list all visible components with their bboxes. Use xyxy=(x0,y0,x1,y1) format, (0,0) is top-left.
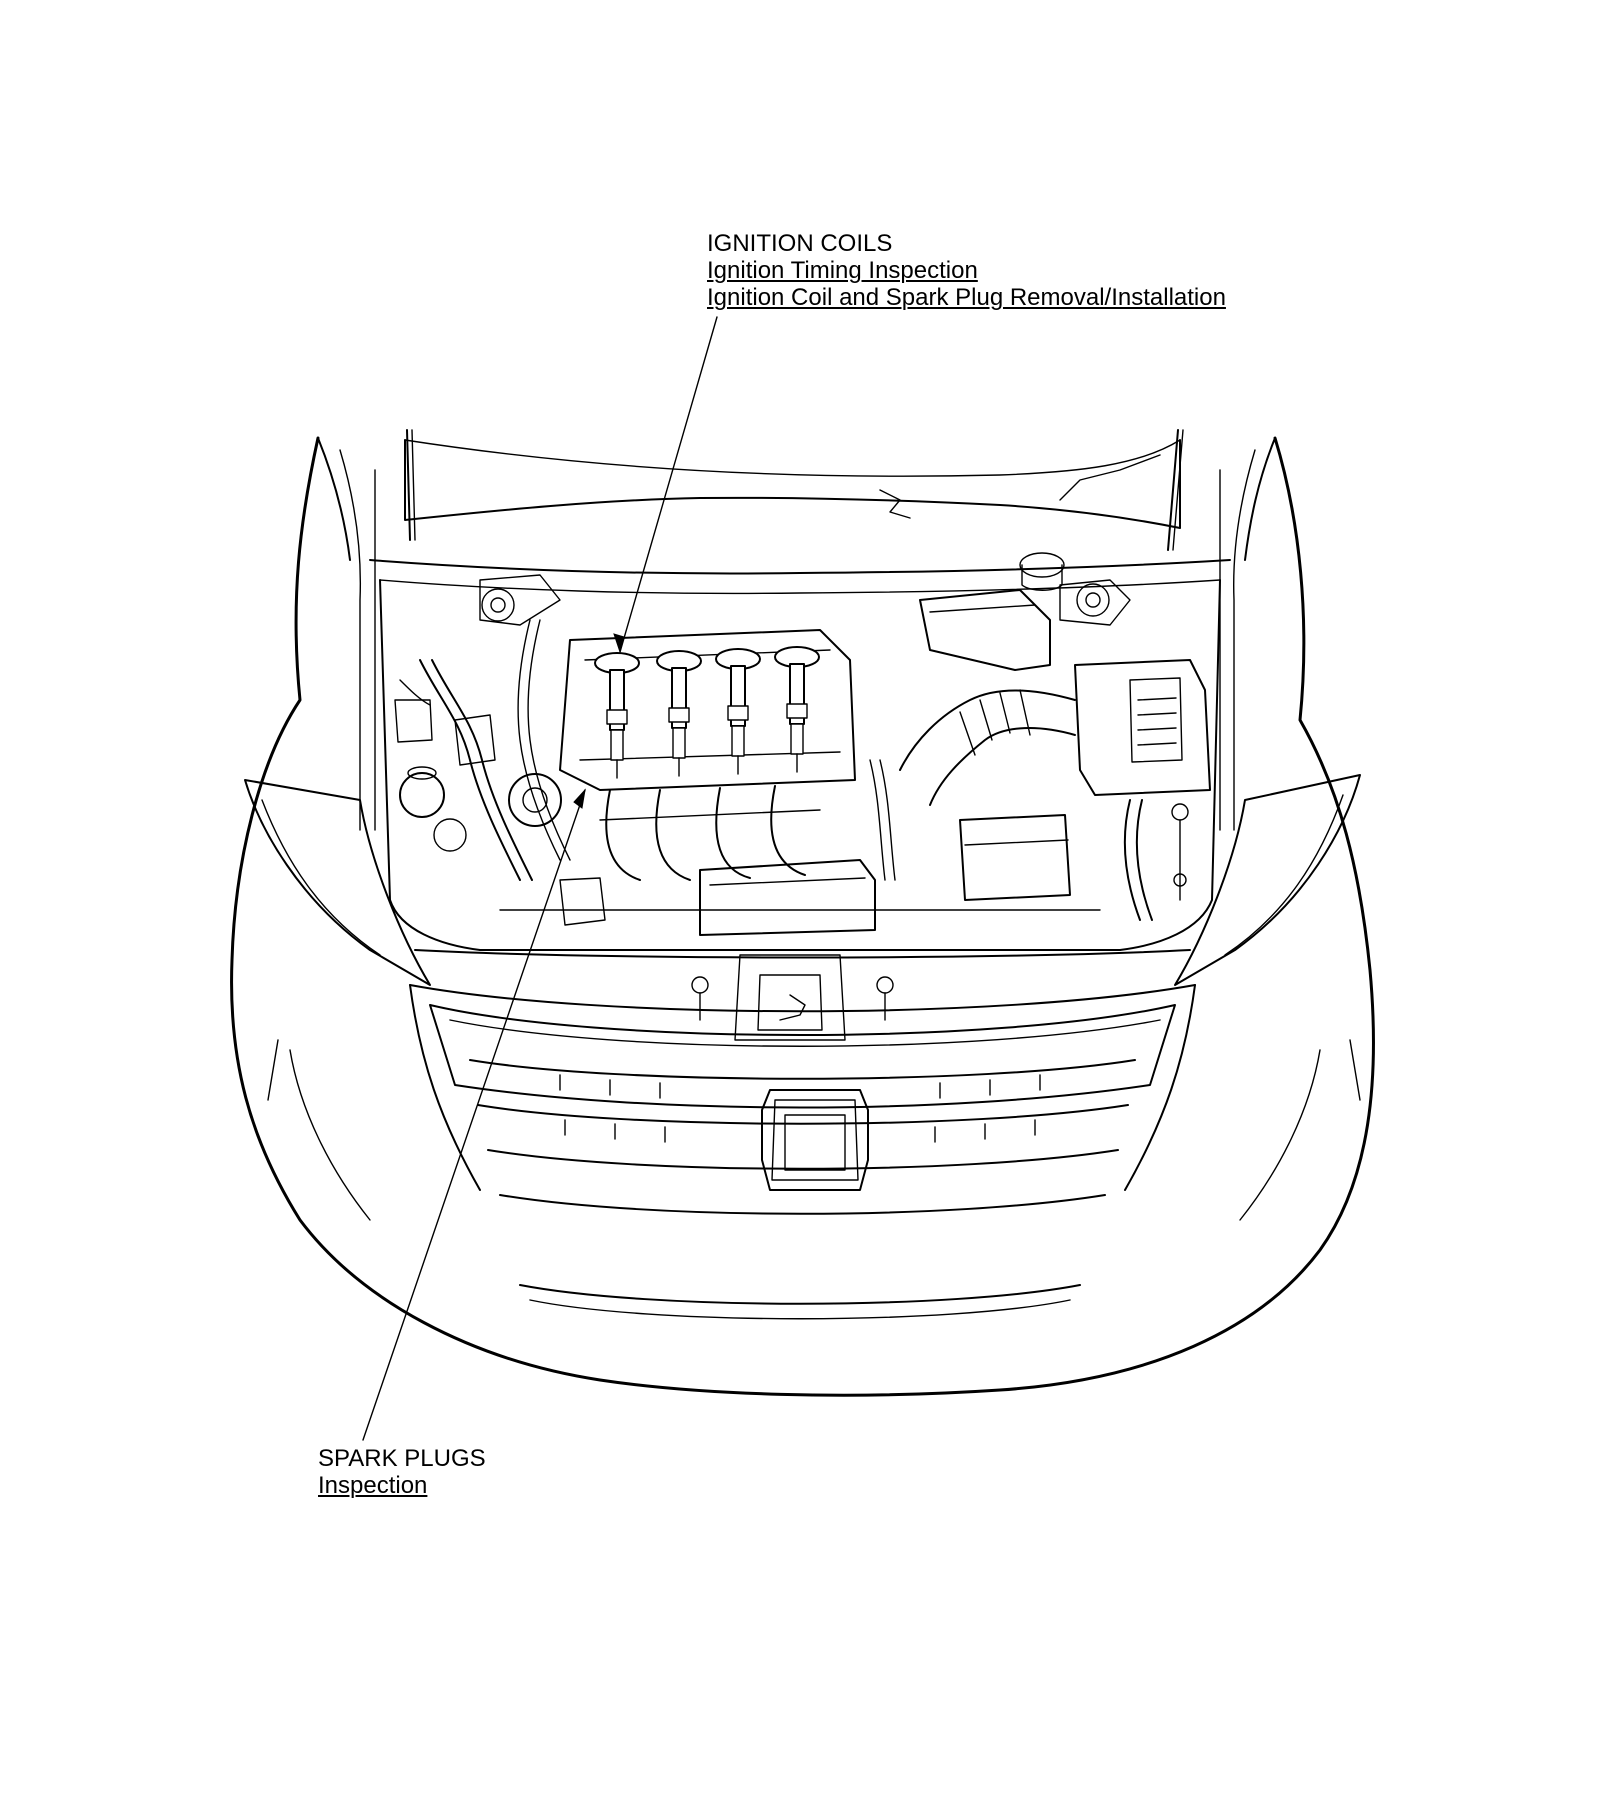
spark-plugs-callout: SPARK PLUGS Inspection xyxy=(318,1445,486,1499)
car-body-outline xyxy=(230,436,1375,1397)
engine-block xyxy=(559,629,876,936)
ignition-timing-inspection-link[interactable]: Ignition Timing Inspection xyxy=(707,257,978,284)
ignition-coils-callout: IGNITION COILS Ignition Timing Inspectio… xyxy=(707,230,1226,311)
ignition-coil-1 xyxy=(594,652,640,779)
ignition-coil-2 xyxy=(656,650,702,777)
right-components xyxy=(869,552,1211,921)
ignition-coils-heading: IGNITION COILS xyxy=(707,230,893,257)
ignition-coils-leader-line xyxy=(619,316,718,653)
left-components xyxy=(394,619,606,926)
hood xyxy=(404,429,1184,551)
ignition-coils xyxy=(594,646,820,779)
engine-bay-frame xyxy=(369,559,1231,951)
ignition-coil-4 xyxy=(774,646,820,773)
spark-plugs-leader-line xyxy=(362,789,586,1441)
ignition-coils-arrowhead xyxy=(613,633,625,654)
leader-lines xyxy=(362,316,718,1441)
ignition-coil-3 xyxy=(715,648,761,775)
radiator-support xyxy=(414,949,1191,1041)
spark-plugs-inspection-link[interactable]: Inspection xyxy=(318,1472,428,1499)
front-fascia xyxy=(244,774,1361,1320)
spark-plugs-arrowhead xyxy=(573,788,586,809)
spark-plugs-heading: SPARK PLUGS xyxy=(318,1445,486,1472)
ignition-coil-spark-plug-removal-link[interactable]: Ignition Coil and Spark Plug Removal/Ins… xyxy=(707,284,1226,311)
